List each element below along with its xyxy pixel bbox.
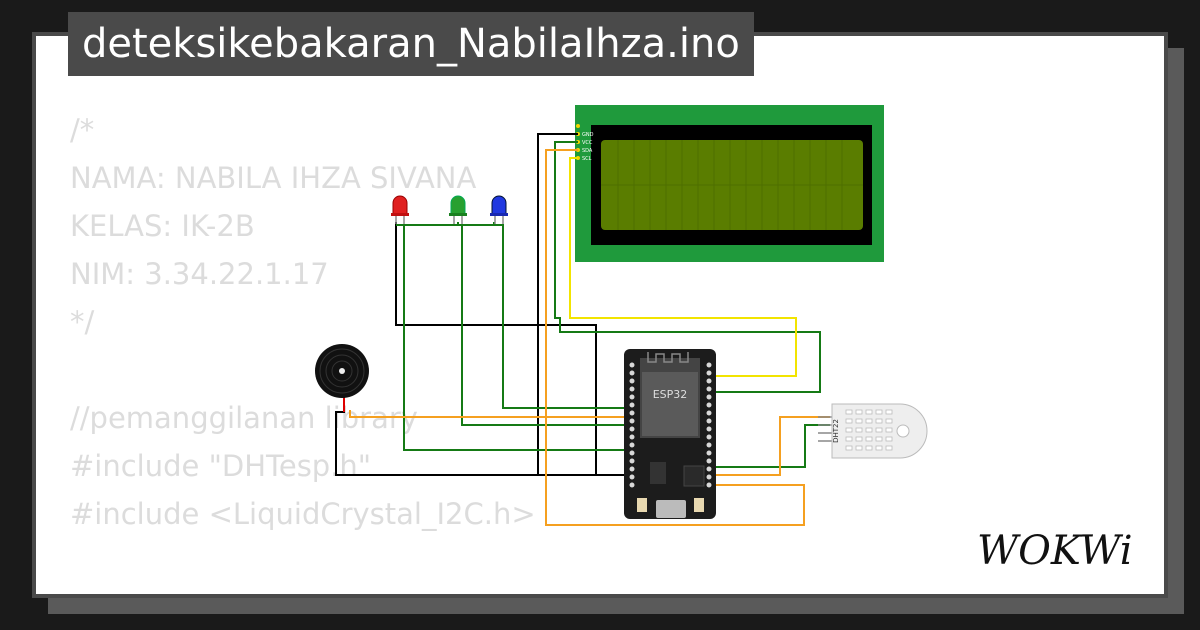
- code-line: //Deklarasi: [70, 586, 536, 594]
- code-line: #include "DHTesp.h": [70, 449, 372, 483]
- sensor-label: DHT22: [832, 419, 840, 443]
- esp32-board: ESP32: [624, 349, 716, 519]
- code-line: NIM: 3.34.22.1.17: [70, 257, 329, 291]
- lcd-pin-label: SCL: [582, 156, 592, 162]
- lcd-display: GND VCC SDA SCL: [575, 105, 884, 262]
- code-line: //pemanggilanan library: [70, 401, 418, 435]
- wokwi-logo: WOKWi: [977, 528, 1133, 574]
- led-blue: [490, 195, 508, 224]
- wires: [335, 133, 830, 526]
- lcd-pin-label: SDA: [582, 148, 593, 154]
- project-title-text: deteksikebakaran_NabilaIhza.ino: [82, 21, 740, 67]
- code-line: /*: [70, 113, 95, 147]
- lcd-pin-label: VCC: [582, 140, 593, 146]
- board-label: ESP32: [653, 388, 688, 401]
- dht22-sensor: DHT22: [818, 403, 928, 459]
- code-line: NAMA: NABILA IHZA SIVANA: [70, 161, 477, 195]
- code-line: KELAS: IK-2B: [70, 209, 255, 243]
- buzzer: [315, 344, 369, 412]
- code-line: #include <LiquidCrystal_I2C.h>: [70, 497, 536, 531]
- led-green: [449, 195, 467, 224]
- code-preview: /* NAMA: NABILA IHZA SIVANA KELAS: IK-2B NI…: [70, 106, 536, 594]
- lcd-pin-label: GND: [582, 132, 594, 138]
- led-red: [391, 195, 409, 224]
- project-title: deteksikebakaran_NabilaIhza.ino: [68, 12, 754, 76]
- code-line: */: [70, 305, 95, 339]
- logo-text: WOKWi: [977, 528, 1133, 574]
